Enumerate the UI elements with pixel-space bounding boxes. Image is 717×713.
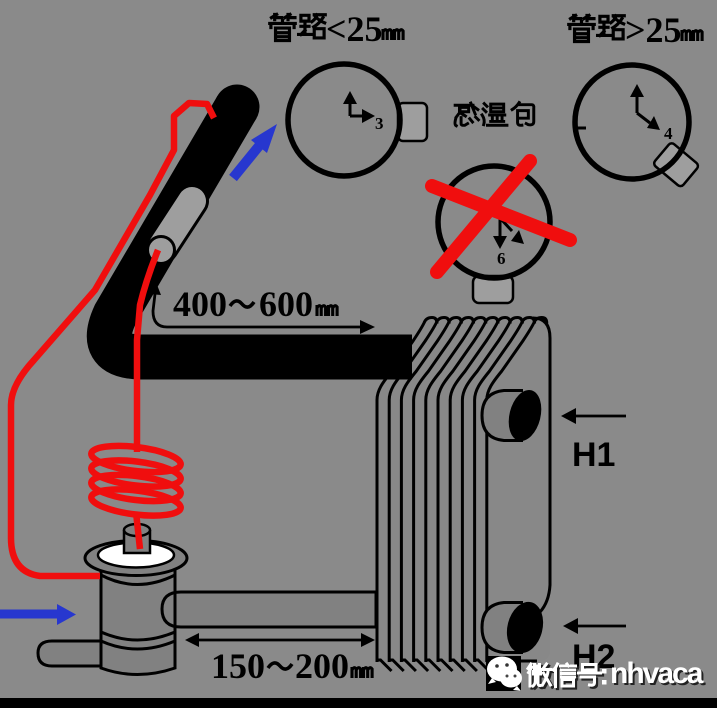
svg-text:200: 200 bbox=[295, 646, 349, 686]
svg-text:4: 4 bbox=[664, 124, 673, 143]
svg-text:600: 600 bbox=[259, 284, 313, 324]
svg-text:<25: <25 bbox=[326, 9, 383, 49]
svg-text:nhvaca: nhvaca bbox=[610, 657, 704, 690]
svg-text:>25: >25 bbox=[625, 10, 682, 50]
svg-text:nhvaca: nhvaca bbox=[612, 659, 706, 692]
svg-text:150: 150 bbox=[211, 646, 265, 686]
svg-text:6: 6 bbox=[497, 249, 506, 268]
svg-text:400: 400 bbox=[173, 284, 227, 324]
svg-text:3: 3 bbox=[375, 114, 384, 133]
svg-text:H1: H1 bbox=[572, 436, 615, 474]
